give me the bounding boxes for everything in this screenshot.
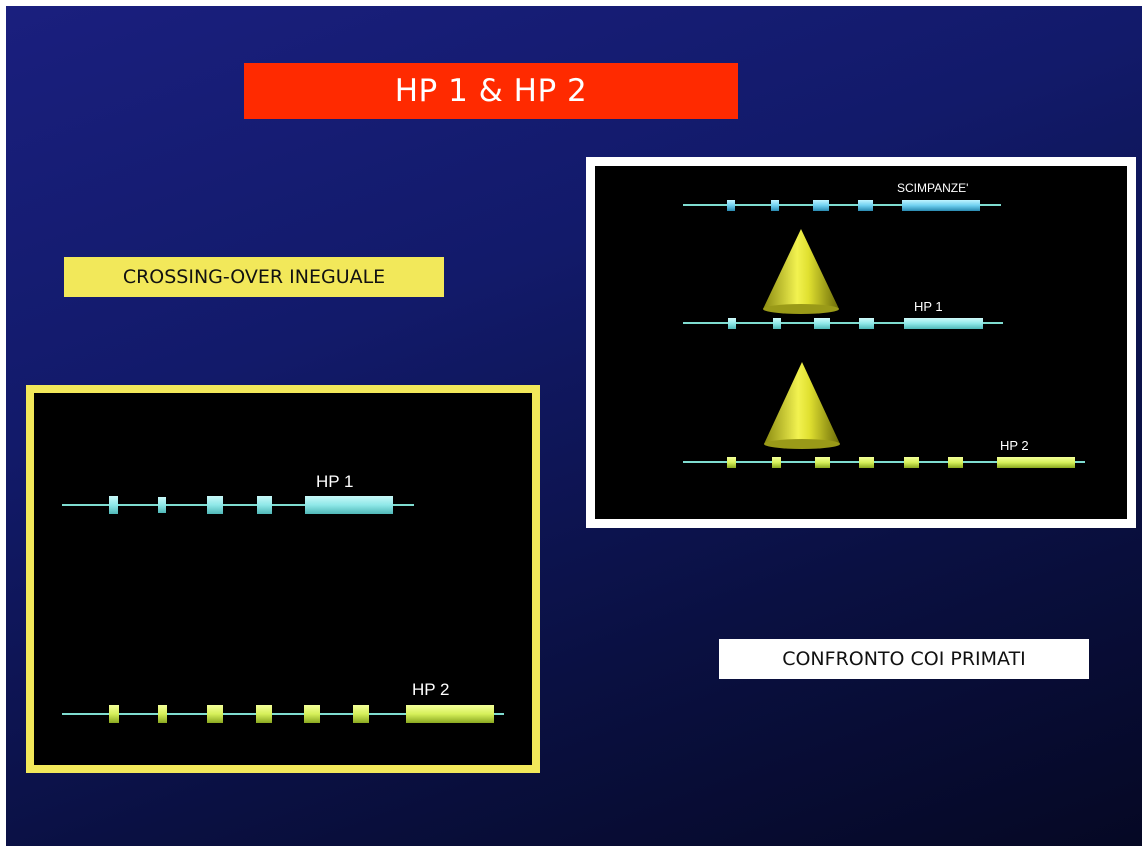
evolution-cone-icon bbox=[764, 362, 840, 449]
chimpanzee-exon bbox=[727, 200, 735, 211]
chimpanzee-exon bbox=[813, 200, 829, 211]
hp1-gene-row: HP 1 bbox=[683, 299, 1003, 329]
slide: HP 1 & HP 2 CROSSING-OVER INEGUALE CONFR… bbox=[6, 6, 1142, 846]
slide-title: HP 1 & HP 2 bbox=[394, 73, 588, 109]
hp2-exon bbox=[207, 705, 223, 723]
hp1-gene-block bbox=[904, 318, 983, 329]
hp2-label: HP 2 bbox=[1000, 438, 1029, 453]
hp2-gene-block bbox=[406, 705, 494, 723]
hp2-exon bbox=[859, 457, 874, 468]
hp2-exon bbox=[109, 705, 119, 723]
chimpanzee-gene-row: SCIMPANZE' bbox=[683, 181, 1001, 211]
hp2-exon bbox=[948, 457, 963, 468]
primate-comparison-label: CONFRONTO COI PRIMATI bbox=[719, 639, 1089, 679]
hp2-exon bbox=[304, 705, 320, 723]
hp2-exon bbox=[727, 457, 736, 468]
evolution-cone-icon bbox=[763, 229, 839, 314]
hp1-exon bbox=[773, 318, 781, 329]
hp2-label: HP 2 bbox=[412, 680, 450, 699]
hp1-exon bbox=[158, 497, 166, 513]
hp1-exon bbox=[728, 318, 736, 329]
hp2-gene-block bbox=[997, 457, 1075, 468]
crossing-over-label: CROSSING-OVER INEGUALE bbox=[64, 257, 444, 297]
crossing-over-svg: HP 1 HP 2 bbox=[62, 472, 504, 723]
hp1-exon bbox=[257, 496, 272, 514]
hp1-gene-block bbox=[305, 496, 393, 514]
hp1-exon bbox=[859, 318, 874, 329]
hp2-exon bbox=[772, 457, 781, 468]
primate-comparison-diagram: SCIMPANZE' HP 1 bbox=[586, 157, 1136, 528]
hp2-exon bbox=[353, 705, 369, 723]
hp2-exon bbox=[158, 705, 167, 723]
hp1-label: HP 1 bbox=[914, 299, 943, 314]
hp2-exon bbox=[815, 457, 830, 468]
hp1-label: HP 1 bbox=[316, 472, 354, 491]
hp1-exon bbox=[109, 496, 118, 514]
chimpanzee-label: SCIMPANZE' bbox=[897, 181, 968, 195]
title-bar: HP 1 & HP 2 bbox=[244, 63, 738, 119]
crossing-over-diagram: HP 1 HP 2 bbox=[26, 385, 540, 773]
hp2-gene-row: HP 2 bbox=[683, 438, 1085, 468]
hp1-exon bbox=[814, 318, 830, 329]
hp2-gene-row: HP 2 bbox=[62, 680, 504, 723]
primate-comparison-svg: SCIMPANZE' HP 1 bbox=[683, 181, 1085, 468]
hp2-exon bbox=[904, 457, 919, 468]
hp2-exon bbox=[256, 705, 272, 723]
hp1-exon bbox=[207, 496, 223, 514]
chimpanzee-gene-block bbox=[902, 200, 980, 211]
chimpanzee-exon bbox=[858, 200, 873, 211]
chimpanzee-exon bbox=[771, 200, 779, 211]
hp1-gene-row: HP 1 bbox=[62, 472, 414, 514]
